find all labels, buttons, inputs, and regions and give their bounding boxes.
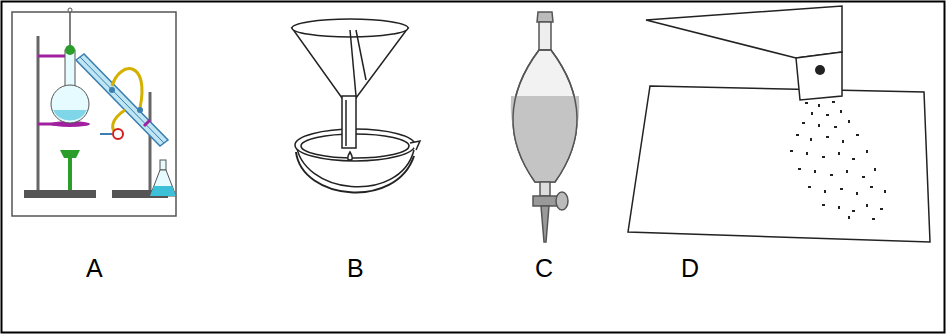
part-letter: C (535, 254, 553, 283)
distillation-apparatus (12, 8, 176, 216)
part-letter: D (681, 254, 699, 283)
separating-funnel (511, 12, 580, 242)
part-letter: B (347, 254, 364, 283)
filtration-funnel-and-dish (292, 19, 420, 192)
part-letter: A (86, 254, 103, 283)
magnet-and-filings (628, 6, 930, 242)
